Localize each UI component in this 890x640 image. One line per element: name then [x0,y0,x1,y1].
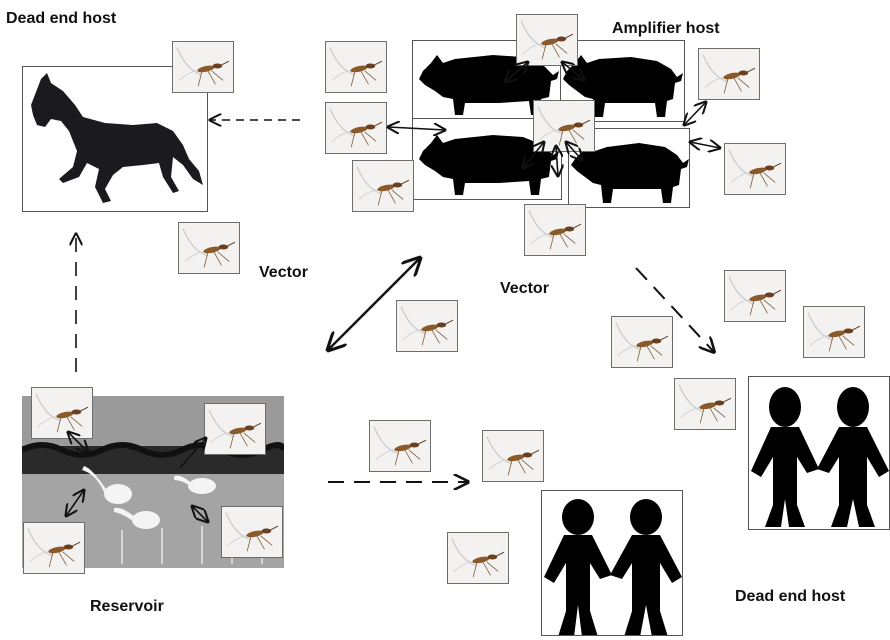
mosquito-icon [204,403,266,455]
egret-birds [82,466,216,529]
mosquito-icon [23,522,85,574]
mosquito-icon [724,270,786,322]
amplifier-host-label: Amplifier host [612,20,720,37]
pig-icon [563,55,683,117]
mosquito-icon [524,204,586,256]
vector-label-center: Vector [500,280,549,297]
mosquito-icon [698,48,760,100]
reservoir-label: Reservoir [90,598,164,615]
mosquito-icon [369,420,431,472]
dead-end-host-label-top: Dead end host [6,10,117,27]
arrow-reservoir-pigs [328,258,420,350]
mosquito-icon [674,378,736,430]
mosquito-icon [803,306,865,358]
people-icon [751,387,889,527]
people-panel-bottom [541,490,683,636]
mosquito-icon [352,160,414,212]
mosquito-icon [611,316,673,368]
dead-end-host-label-bottom: Dead end host [735,588,846,605]
vector-label-left: Vector [259,264,308,281]
people-icon [544,499,682,635]
mosquito-icon [724,143,786,195]
mosquito-icon [221,506,283,558]
pig-icon [571,143,689,203]
arrow-pigs-to-humans [635,267,714,352]
mosquito-icon [325,41,387,93]
horse-icon [31,73,203,203]
mosquito-icon [516,14,578,66]
mosquito-icon [447,532,509,584]
mosquito-icon [482,430,544,482]
mosquito-icon [178,222,240,274]
mosquito-icon [172,41,234,93]
